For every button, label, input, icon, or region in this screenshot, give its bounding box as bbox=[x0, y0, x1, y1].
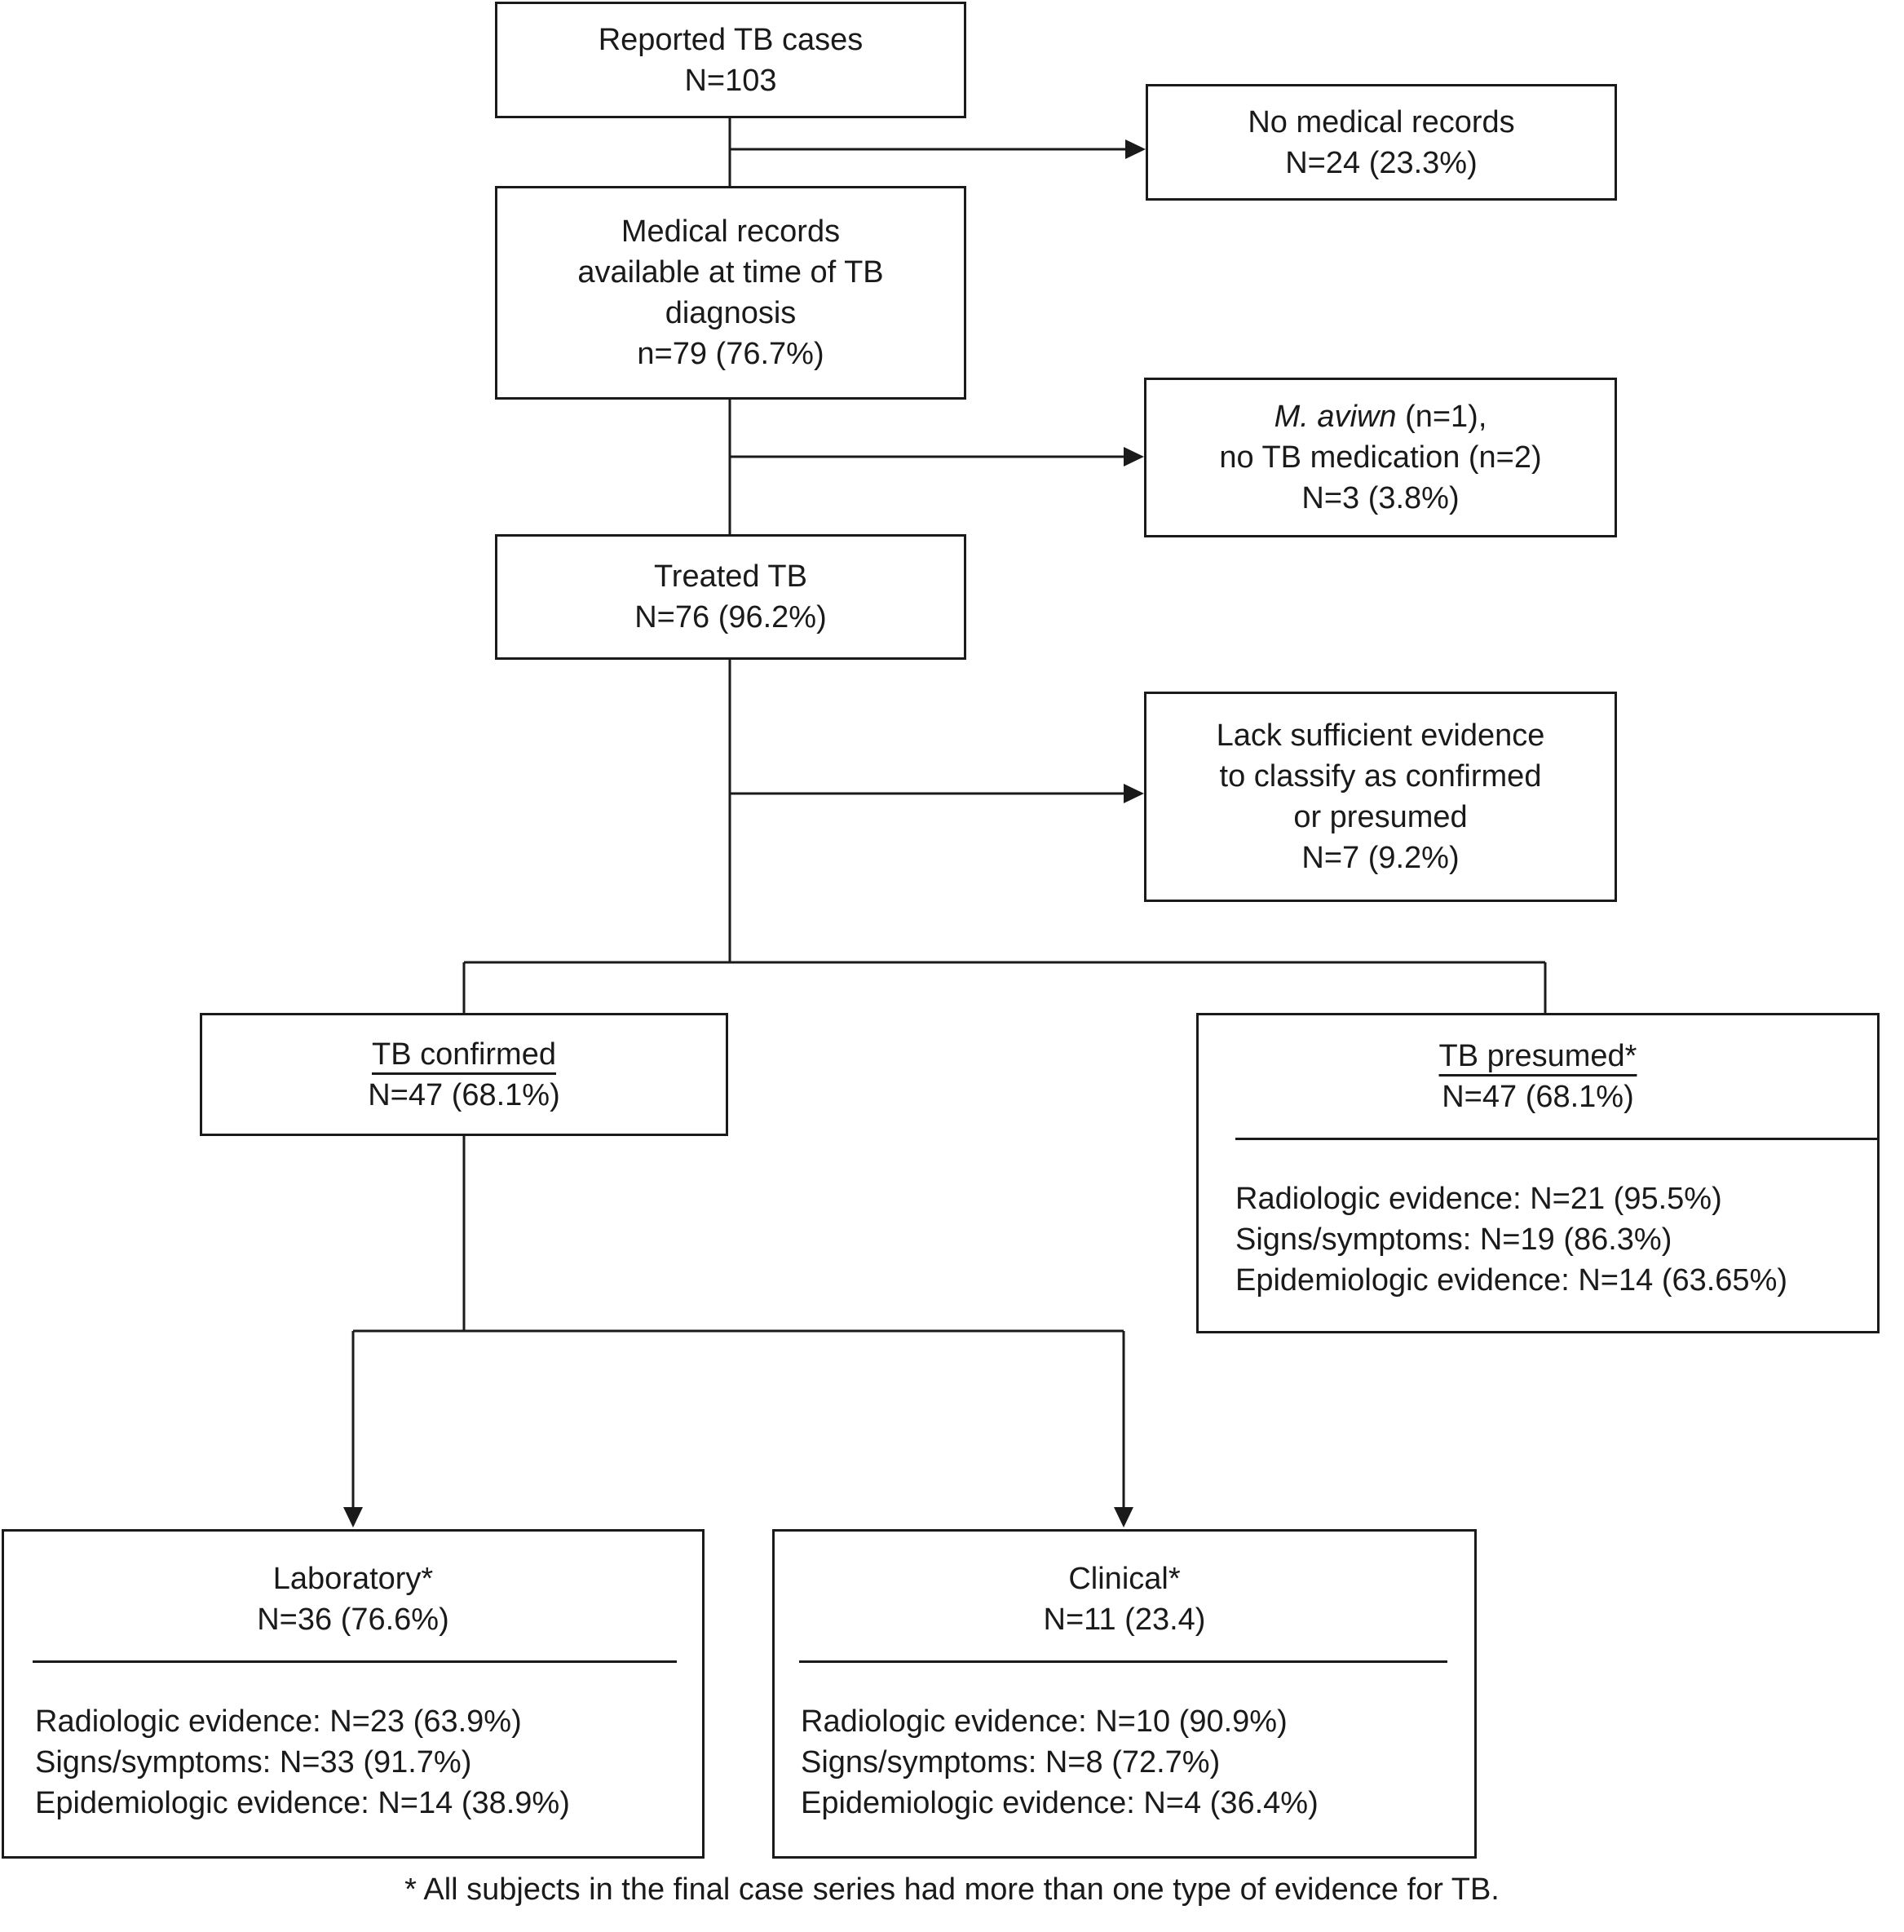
reported-title: Reported TB cases bbox=[598, 22, 864, 57]
records-line-1: Medical records bbox=[621, 214, 841, 249]
arrowhead-insufficient bbox=[1124, 784, 1144, 803]
laboratory-title: Laboratory* bbox=[272, 1562, 434, 1596]
laboratory-radiologic: Radiologic evidence: N=23 (63.9%) bbox=[35, 1704, 522, 1739]
presumed-signs-symptoms: Signs/symptoms: N=19 (86.3%) bbox=[1235, 1222, 1672, 1257]
box-reported-tb-cases: Reported TB cases N=103 bbox=[495, 2, 966, 118]
reported-count: N=103 bbox=[684, 63, 777, 98]
presumed-count: N=47 (68.1%) bbox=[1442, 1080, 1634, 1114]
clinical-count: N=11 (23.4) bbox=[1043, 1603, 1206, 1637]
laboratory-signs-symptoms: Signs/symptoms: N=33 (91.7%) bbox=[35, 1745, 472, 1779]
excluded-count: N=3 (3.8%) bbox=[1301, 481, 1460, 515]
confirmed-count: N=47 (68.1%) bbox=[368, 1077, 560, 1112]
presumed-evidence-list: Radiologic evidence: N=21 (95.5%) Signs/… bbox=[1235, 1178, 1787, 1301]
insufficient-count: N=7 (9.2%) bbox=[1301, 841, 1460, 875]
presumed-epidemiologic: Epidemiologic evidence: N=14 (63.65%) bbox=[1235, 1263, 1788, 1298]
confirmed-title: TB confirmed bbox=[372, 1037, 556, 1072]
treated-count: N=76 (96.2%) bbox=[634, 600, 827, 634]
arrowhead-laboratory bbox=[343, 1507, 363, 1527]
clinical-radiologic: Radiologic evidence: N=10 (90.9%) bbox=[801, 1704, 1288, 1739]
box-medical-records-available: Medical records available at time of TB … bbox=[495, 186, 966, 400]
clinical-evidence-list: Radiologic evidence: N=10 (90.9%) Signs/… bbox=[801, 1701, 1319, 1824]
insufficient-line-3: or presumed bbox=[1293, 800, 1468, 834]
box-no-medical-records: No medical records N=24 (23.3%) bbox=[1146, 84, 1617, 201]
laboratory-epidemiologic: Epidemiologic evidence: N=14 (38.9%) bbox=[35, 1786, 570, 1820]
excluded-species: M. aviwn bbox=[1274, 400, 1397, 434]
box-excluded-avium-no-medication: M. aviwn (n=1), no TB medication (n=2) N… bbox=[1144, 378, 1617, 537]
no-records-title: No medical records bbox=[1248, 104, 1515, 139]
box-treated-tb: Treated TB N=76 (96.2%) bbox=[495, 534, 966, 660]
box-laboratory: Laboratory* N=36 (76.6%) Radiologic evid… bbox=[2, 1529, 705, 1859]
excluded-species-count: (n=1), bbox=[1396, 400, 1487, 434]
footnote: * All subjects in the final case series … bbox=[404, 1872, 1500, 1907]
box-clinical: Clinical* N=11 (23.4) Radiologic evidenc… bbox=[772, 1529, 1477, 1859]
arrowhead-no-records bbox=[1125, 139, 1146, 159]
box-tb-presumed: TB presumed* N=47 (68.1%) Radiologic evi… bbox=[1196, 1013, 1880, 1333]
excluded-line-1: M. aviwn (n=1), bbox=[1274, 396, 1487, 437]
clinical-signs-symptoms: Signs/symptoms: N=8 (72.7%) bbox=[801, 1745, 1221, 1779]
clinical-epidemiologic: Epidemiologic evidence: N=4 (36.4%) bbox=[801, 1786, 1319, 1820]
clinical-divider bbox=[799, 1660, 1447, 1663]
box-insufficient-evidence: Lack sufficient evidence to classify as … bbox=[1144, 692, 1617, 902]
clinical-title: Clinical* bbox=[1068, 1562, 1181, 1596]
laboratory-evidence-list: Radiologic evidence: N=23 (63.9%) Signs/… bbox=[35, 1701, 570, 1824]
records-line-3: diagnosis bbox=[665, 296, 797, 330]
laboratory-count: N=36 (76.6%) bbox=[257, 1603, 449, 1637]
records-count: n=79 (76.7%) bbox=[637, 337, 824, 371]
arrowhead-clinical bbox=[1114, 1507, 1133, 1527]
laboratory-divider bbox=[33, 1660, 677, 1663]
presumed-title: TB presumed* bbox=[1438, 1039, 1637, 1073]
arrowhead-excluded bbox=[1124, 447, 1144, 466]
records-line-2: available at time of TB bbox=[577, 255, 884, 290]
insufficient-line-1: Lack sufficient evidence bbox=[1216, 718, 1545, 753]
insufficient-line-2: to classify as confirmed bbox=[1219, 759, 1542, 794]
presumed-divider bbox=[1235, 1138, 1880, 1140]
box-tb-confirmed: TB confirmed N=47 (68.1%) bbox=[200, 1013, 728, 1136]
excluded-line-2: no TB medication (n=2) bbox=[1219, 440, 1542, 475]
presumed-radiologic: Radiologic evidence: N=21 (95.5%) bbox=[1235, 1182, 1722, 1216]
no-records-count: N=24 (23.3%) bbox=[1285, 145, 1478, 180]
treated-title: Treated TB bbox=[654, 559, 807, 594]
